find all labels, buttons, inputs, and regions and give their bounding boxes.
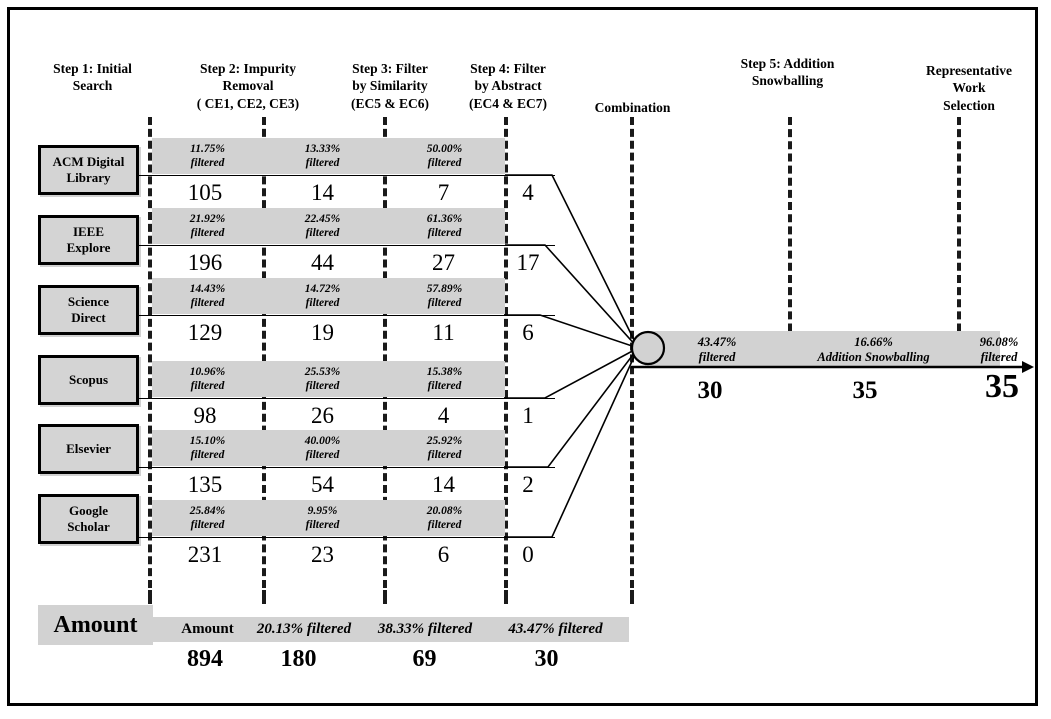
- count-ieee-step-4: 17: [516, 250, 540, 275]
- count-elsevier-step-1: 135: [187, 472, 223, 497]
- pct-elsevier-step-3: 40.00%filtered: [304, 435, 341, 462]
- pct-scopus-step-3: 25.53%filtered: [304, 366, 341, 393]
- count-scopus-step-1: 98: [193, 403, 217, 428]
- count-acm-step-2: 14: [311, 180, 334, 205]
- count-google-scholar-step-3: 6: [437, 542, 450, 567]
- amount-cell-step-1: Amount: [181, 621, 234, 637]
- count-elsevier-step-4: 2: [522, 472, 534, 497]
- count-google-scholar-step-1: 231: [187, 542, 223, 567]
- pipeline-cell-snowballing: 16.66%Addition Snowballing: [817, 335, 930, 365]
- pct-google-scholar-step-2: 25.84%filtered: [189, 505, 226, 532]
- amount-total-step-2: 180: [280, 646, 317, 672]
- pct-band-row-6: [152, 500, 505, 536]
- amount-total-step-4: 30: [534, 646, 559, 672]
- pct-elsevier-step-4: 25.92%filtered: [426, 435, 463, 462]
- pct-band-row-2: [152, 208, 505, 244]
- pct-sciencedirect-step-2: 14.43%filtered: [189, 283, 226, 310]
- source-box-scopus[interactable]: Scopus: [38, 355, 139, 405]
- pct-band-row-1: [152, 138, 505, 174]
- pipeline-cell-combination: 43.47%filtered: [697, 335, 737, 365]
- pct-acm-step-2: 11.75%filtered: [190, 143, 225, 170]
- amount-cell-step-4: 43.47% filtered: [508, 621, 603, 637]
- count-acm-step-1: 105: [187, 180, 223, 205]
- amount-cell-step-3: 38.33% filtered: [377, 621, 473, 637]
- pct-scopus-step-2: 10.96%filtered: [189, 366, 226, 393]
- count-sciencedirect-step-4: 6: [522, 320, 534, 345]
- count-acm-step-3: 7: [437, 180, 450, 205]
- pct-google-scholar-step-3: 9.95%filtered: [305, 505, 340, 532]
- amount-total-step-3: 69: [412, 646, 437, 672]
- pct-ieee-step-2: 21.92%filtered: [189, 213, 226, 240]
- diagram-frame: [7, 7, 1038, 706]
- pct-ieee-step-3: 22.45%filtered: [304, 213, 341, 240]
- count-ieee-step-3: 27: [432, 250, 455, 275]
- pct-google-scholar-step-4: 20.08%filtered: [426, 505, 463, 532]
- count-sciencedirect-step-2: 19: [311, 320, 334, 345]
- pct-acm-step-4: 50.00%filtered: [426, 143, 463, 170]
- row-line-6: [139, 537, 555, 538]
- pipeline-total-snowballing: 35: [852, 377, 878, 404]
- row-line-3: [139, 315, 555, 316]
- pct-band-row-5: [152, 430, 505, 466]
- count-sciencedirect-step-1: 129: [187, 320, 223, 345]
- count-google-scholar-step-2: 23: [311, 542, 334, 567]
- count-elsevier-step-3: 14: [432, 472, 455, 497]
- count-ieee-step-1: 196: [187, 250, 223, 275]
- count-elsevier-step-2: 54: [311, 472, 334, 497]
- pct-scopus-step-4: 15.38%filtered: [426, 366, 463, 393]
- count-scopus-step-2: 26: [311, 403, 334, 428]
- pipeline-total-combination: 30: [697, 377, 723, 404]
- axis-step-5: [788, 117, 792, 368]
- pct-band-row-3: [152, 278, 505, 314]
- pipeline-cell-representative: 96.08%filtered: [979, 335, 1019, 365]
- pct-ieee-step-4: 61.36%filtered: [426, 213, 463, 240]
- count-scopus-step-4: 1: [522, 403, 534, 428]
- row-line-2: [139, 245, 555, 246]
- count-ieee-step-2: 44: [311, 250, 334, 275]
- pipeline-total-representative: 35: [985, 368, 1019, 405]
- row-line-5: [139, 467, 555, 468]
- count-sciencedirect-step-3: 11: [432, 320, 455, 345]
- axis-step-1: [148, 117, 152, 588]
- axis-step-3: [383, 117, 387, 588]
- row-line-4: [139, 398, 555, 399]
- amount-total-step-1: 894: [187, 646, 223, 672]
- pct-sciencedirect-step-4: 57.89%filtered: [426, 283, 463, 310]
- count-scopus-step-3: 4: [437, 403, 450, 428]
- amount-cell-step-2: 20.13% filtered: [256, 621, 352, 637]
- axis-combination: [630, 117, 634, 588]
- count-acm-step-4: 4: [522, 180, 534, 205]
- axis-step-2: [262, 117, 266, 588]
- pct-band-row-4: [152, 361, 505, 397]
- axis-representative: [957, 117, 961, 368]
- amount-label: Amount: [38, 605, 153, 645]
- pct-acm-step-3: 13.33%filtered: [304, 143, 341, 170]
- amount-band: [152, 617, 629, 642]
- header-combination: Combination: [594, 100, 671, 115]
- pipeline-band: [645, 331, 1000, 367]
- source-box-elsevier[interactable]: Elsevier: [38, 424, 139, 474]
- count-google-scholar-step-4: 0: [522, 542, 534, 567]
- pct-sciencedirect-step-3: 14.72%filtered: [304, 283, 341, 310]
- row-line-1: [139, 175, 555, 176]
- pct-elsevier-step-2: 15.10%filtered: [189, 435, 226, 462]
